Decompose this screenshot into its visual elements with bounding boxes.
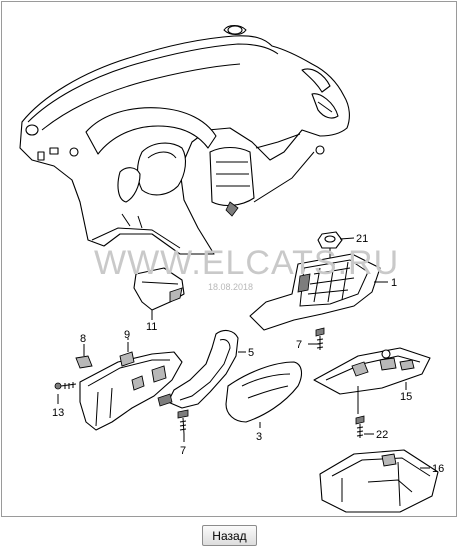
dashboard-exploded-view: WWW.ELCATS.RU 18.08.2018 21 1 7 5 8 9 11…: [19, 24, 444, 513]
part-15-bracket: [313, 347, 431, 414]
parts-diagram: WWW.ELCATS.RU 18.08.2018 21 1 7 5 8 9 11…: [1, 1, 457, 517]
callout-11: 11: [146, 321, 157, 333]
part-knee-panel: [79, 351, 183, 431]
callout-8: 8: [80, 333, 86, 345]
part-22-screw: [355, 415, 365, 438]
part-13-screw: [54, 382, 77, 390]
dashboard-panel: [19, 24, 350, 255]
leader-lines: [57, 237, 430, 469]
callout-21: 21: [356, 233, 368, 245]
part-16-tray: [319, 449, 439, 513]
callout-5: 5: [248, 347, 254, 359]
part-11-bracket: [133, 267, 185, 318]
callout-7-upper: 7: [296, 339, 302, 351]
watermark-text: WWW.ELCATS.RU: [94, 244, 399, 282]
callout-3: 3: [256, 431, 262, 443]
callout-1: 1: [391, 277, 397, 289]
part-5-trim-frame: [167, 329, 239, 409]
part-1-housing: [249, 253, 381, 331]
callout-16: 16: [432, 463, 444, 475]
back-button[interactable]: Назад: [202, 525, 257, 546]
callout-22: 22: [376, 429, 388, 441]
callout-15: 15: [400, 391, 412, 403]
callout-9: 9: [124, 329, 130, 341]
part-7-screw-lower: [177, 409, 189, 435]
part-21-nut: [317, 231, 343, 258]
part-8-clip: [75, 346, 93, 369]
callout-13: 13: [52, 407, 64, 419]
part-3-cover: [225, 361, 303, 423]
part-7-screw-upper: [315, 327, 325, 350]
part-9-clip: [119, 342, 135, 367]
watermark-date: 18.08.2018: [208, 282, 253, 292]
callout-7-lower: 7: [180, 445, 186, 457]
